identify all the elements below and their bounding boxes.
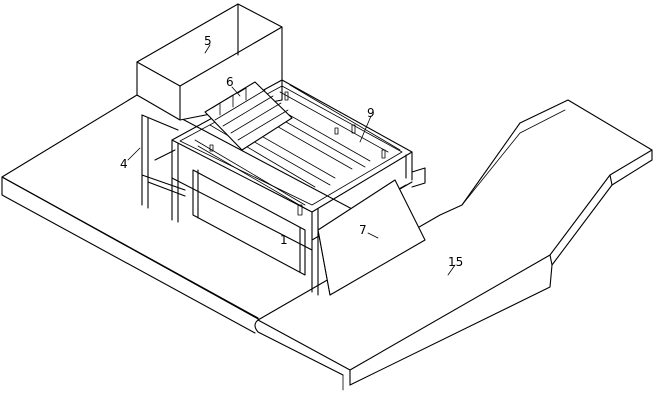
feed-chute (204, 81, 293, 151)
label-6: 6 (226, 75, 234, 89)
label-9: 9 (367, 106, 375, 120)
reference-labels: 4 5 6 9 7 15 1 (120, 34, 463, 269)
lower-box (192, 169, 306, 276)
leader-lines (127, 44, 456, 276)
label-5: 5 (204, 34, 212, 48)
discharge-plate (317, 179, 426, 296)
label-7: 7 (359, 223, 367, 237)
label-4: 4 (120, 157, 128, 171)
label-1: 1 (280, 233, 288, 247)
conveyor-ramp (254, 99, 653, 391)
label-15: 15 (448, 255, 463, 269)
